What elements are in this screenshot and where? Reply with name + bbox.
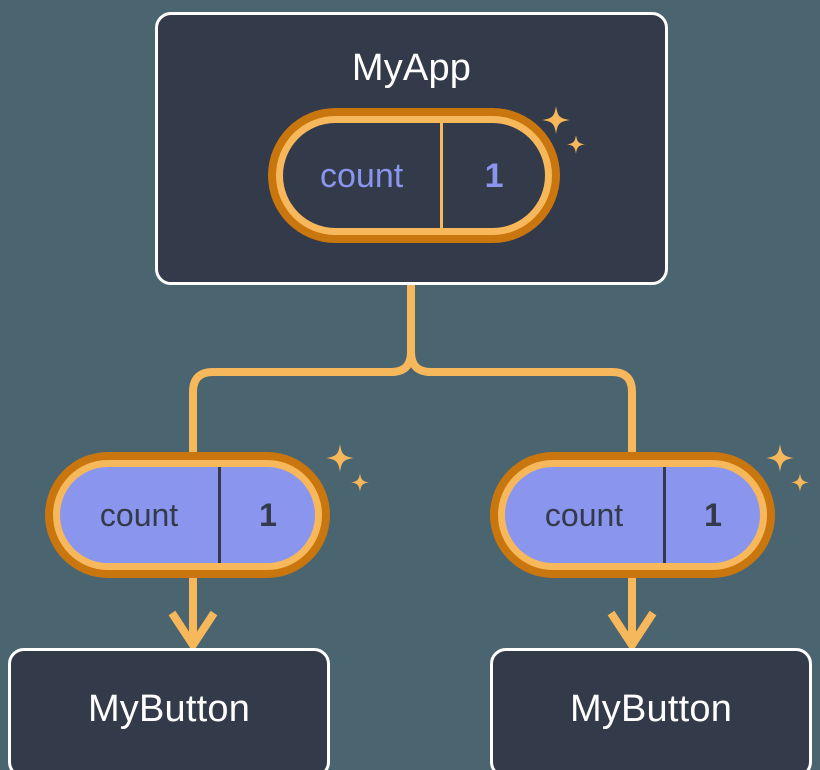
component-box-mybutton-right[interactable]: MyButton — [490, 648, 812, 770]
state-pill-ring-inner: count 1 — [53, 460, 322, 570]
state-pill-ring-inner: count 1 — [276, 116, 552, 235]
component-title-mybutton: MyButton — [87, 688, 251, 730]
state-key: count — [99, 497, 179, 533]
state-value: 1 — [484, 156, 504, 195]
state-divider — [218, 467, 222, 563]
state-pill-child-right[interactable]: count 1 — [490, 452, 775, 578]
state-pill-ring-outer: count 1 — [268, 108, 560, 243]
state-pill-body: count 1 — [283, 123, 545, 228]
state-divider — [663, 467, 667, 563]
state-key: count — [544, 497, 624, 533]
state-pill-body: count 1 — [505, 467, 760, 563]
component-box-mybutton-left[interactable]: MyButton — [8, 648, 330, 770]
state-pill-ring-outer: count 1 — [45, 452, 330, 578]
state-pill-myapp[interactable]: count 1 — [268, 108, 560, 243]
state-divider — [440, 123, 444, 228]
state-pill-ring-outer: count 1 — [490, 452, 775, 578]
state-pill-ring-inner: count 1 — [498, 460, 767, 570]
state-pill-child-left[interactable]: count 1 — [45, 452, 330, 578]
state-value: 1 — [704, 497, 722, 533]
wire-arrow-left-head — [168, 610, 218, 653]
wire-arrow-right-head — [607, 610, 657, 653]
wire-branch-left — [189, 351, 415, 452]
wire-branch-right — [407, 351, 636, 452]
component-title-myapp: MyApp — [351, 47, 472, 89]
state-key: count — [320, 156, 404, 195]
state-pill-body: count 1 — [60, 467, 315, 563]
component-title-mybutton: MyButton — [569, 688, 733, 730]
state-value: 1 — [259, 497, 277, 533]
